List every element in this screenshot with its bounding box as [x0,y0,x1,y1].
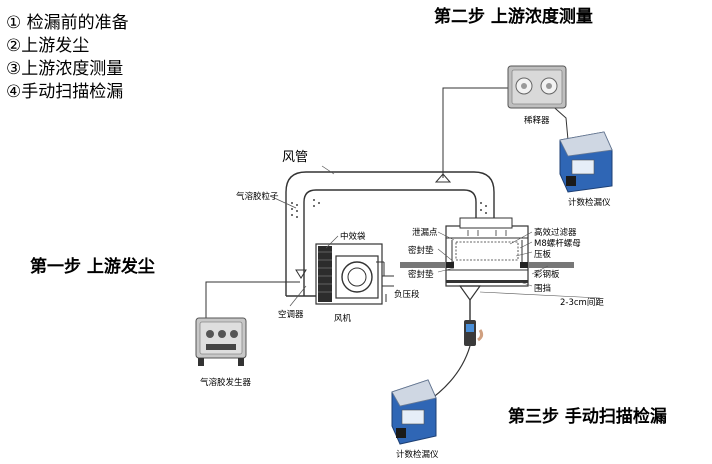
label-medium-efficiency: 中效袋 [340,232,366,242]
step-item: ① 检漏前的准备 [6,13,129,33]
fan-wheel-outer [341,261,373,293]
baffle-bar [446,280,528,283]
label-seal-bottom: 密封垫 [408,270,434,280]
ac-unit-body [315,243,383,305]
filter-housing [445,225,529,287]
duct-outer [285,171,495,296]
label-diluter: 稀释器 [524,116,550,126]
step-item: ③上游浓度测量 [6,59,124,79]
airflow-arrows [467,230,507,236]
generator-hose [205,281,300,322]
seal-left [446,262,454,268]
label-leak-point: 泄漏点 [412,228,438,238]
label-counter-top: 计数检漏仪 [568,198,611,208]
medium-filter-pattern [318,251,332,293]
sampling-triangle [434,173,452,183]
fan-wheel-inner [347,267,367,287]
label-fan: 风机 [334,314,352,324]
scan-probe [458,285,482,302]
upstream-sample-line [442,87,510,178]
aerosol-generator-device [195,317,247,366]
ceiling-plate-right [528,262,574,268]
label-color-steel-plate: 彩钢板 [534,270,560,280]
label-press-plate: 压板 [534,250,552,260]
heading-step2: 第二步 上游浓度测量 [434,7,593,27]
label-baffle: 围挡 [534,284,552,294]
step-item: ④手动扫描检漏 [6,82,124,102]
label-seal-top: 密封垫 [408,246,434,256]
duct-inner [303,189,477,296]
label-duct: 风管 [282,150,309,165]
injection-triangle [295,269,307,279]
seal-right [520,262,528,268]
fan-housing [335,255,379,299]
step-item: ②上游发尘 [6,36,90,56]
medium-filter [318,246,332,302]
heading-step1: 第一步 上游发尘 [30,257,155,277]
counter-device-bottom [391,379,437,445]
label-counter-bottom: 计数检漏仪 [396,450,439,460]
label-m8-bolt: M8螺杆螺母 [534,239,581,249]
diluter-device [507,65,567,109]
aerosol-dots [291,199,487,218]
label-gap: 2-3cm间距 [560,298,604,308]
label-ac-unit: 空调器 [278,310,304,320]
heading-step3: 第三步 手动扫描检漏 [508,407,667,427]
label-aerosol-particles: 气溶胶粒子 [236,192,279,202]
counter-device-top [559,131,613,193]
label-aerosol-generator: 气溶胶发生器 [200,378,252,388]
filter-housing-top [459,217,513,229]
ceiling-plate-left [400,262,446,268]
probe-handle [464,320,476,346]
hepa-filter-body [455,241,519,261]
label-negative-pressure: 负压段 [394,290,420,300]
label-hepa-filter: 高效过滤器 [534,228,577,238]
step-list: ① 检漏前的准备 ②上游发尘 ③上游浓度测量 ④手动扫描检漏 [6,12,129,104]
